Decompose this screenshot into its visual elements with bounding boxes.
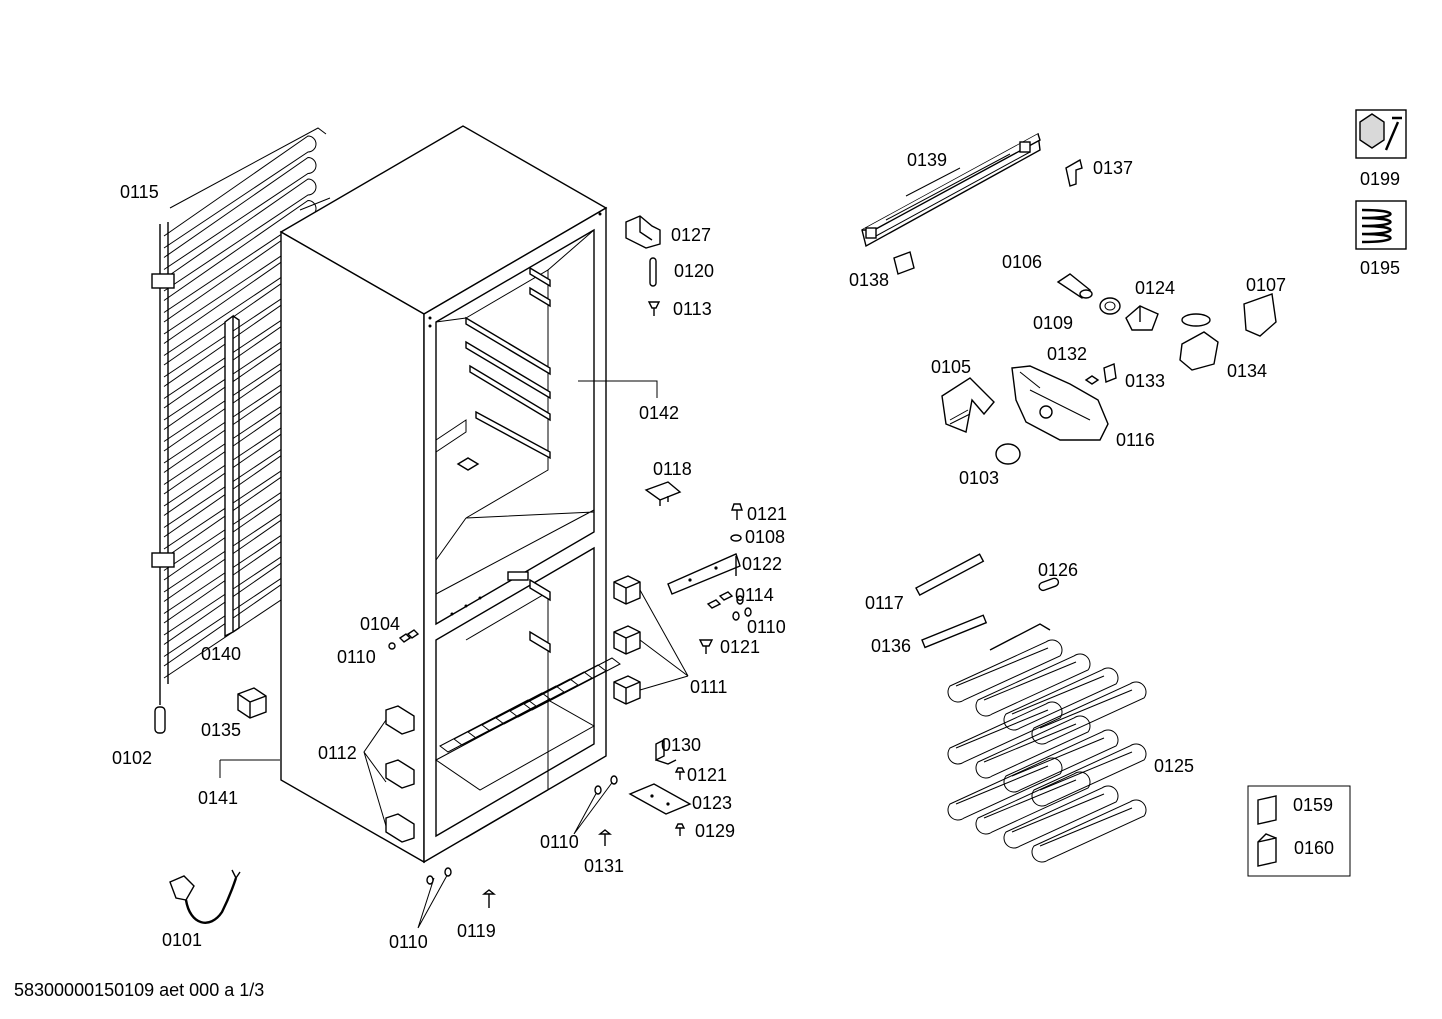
callout-0138: 0138: [849, 270, 889, 290]
callout-0114: 0114: [735, 585, 774, 605]
callout-0195: 0195: [1360, 258, 1400, 278]
callout-0103: 0103: [959, 468, 999, 488]
drain-plug: [154, 706, 166, 734]
documents-box: [1247, 785, 1351, 877]
callout-0134: 0134: [1227, 361, 1267, 381]
middle-hinge-parts: [644, 481, 752, 654]
small-fasteners: [388, 629, 618, 908]
callout-0109: 0109: [1033, 313, 1073, 333]
callout-0110: 0110: [747, 617, 786, 637]
leader-lines: [219, 380, 689, 929]
callout-0127: 0127: [671, 225, 711, 245]
condenser-bracket: [224, 314, 240, 638]
callout-0123: 0123: [692, 793, 732, 813]
callout-0120: 0120: [674, 261, 714, 281]
power-cord: [169, 869, 241, 924]
glide-blocks: [385, 705, 415, 843]
callout-0133: 0133: [1125, 371, 1165, 391]
callout-0117: 0117: [865, 593, 904, 613]
top-hinge-parts: [625, 215, 661, 316]
document-code: 58300000150109 aet 000 a 1/3: [14, 980, 265, 1000]
callout-0121: 0121: [747, 504, 787, 524]
callout-0135: 0135: [201, 720, 241, 740]
callout-0124: 0124: [1135, 278, 1175, 298]
callout-0113: 0113: [673, 299, 712, 319]
callout-0126: 0126: [1038, 560, 1078, 580]
callout-0110: 0110: [389, 932, 428, 952]
coil-kit-icon: [1355, 200, 1407, 250]
callout-0105: 0105: [931, 357, 971, 377]
callout-0159: 0159: [1293, 795, 1333, 815]
callout-0160: 0160: [1294, 838, 1334, 858]
callout-0101: 0101: [162, 930, 202, 950]
callout-0108: 0108: [745, 527, 785, 547]
callout-0121: 0121: [720, 637, 760, 657]
callout-0122: 0122: [742, 554, 782, 574]
callout-0141: 0141: [198, 788, 238, 808]
callout-0119: 0119: [457, 921, 496, 941]
clip-part: [1065, 158, 1083, 187]
callout-0131: 0131: [584, 856, 624, 876]
bottom-hinge-parts: [628, 738, 692, 836]
callout-0140: 0140: [201, 644, 241, 664]
callout-0136: 0136: [871, 636, 911, 656]
refrigerator-cabinet: [279, 125, 621, 864]
callout-0139: 0139: [907, 150, 947, 170]
callout-0118: 0118: [653, 459, 692, 479]
evaporator-coil: [915, 553, 1147, 863]
callout-0111: 0111: [690, 677, 727, 697]
document-icon: [1257, 795, 1277, 867]
callout-0116: 0116: [1116, 430, 1155, 450]
hinge-blocks: [613, 575, 641, 705]
callout-0125: 0125: [1154, 756, 1194, 776]
callout-0121: 0121: [687, 765, 727, 785]
lamp-thermostat-parts: [941, 273, 1277, 465]
callout-0106: 0106: [1002, 252, 1042, 272]
callout-0115: 0115: [120, 182, 159, 202]
callout-0137: 0137: [1093, 158, 1133, 178]
callout-0129: 0129: [695, 821, 735, 841]
wrench-nut-icon: [1355, 109, 1407, 159]
callout-0130: 0130: [661, 735, 701, 755]
callout-labels: 0115 0140 0102 0135 0141 0101 0112 0104 …: [112, 150, 1400, 952]
callout-0142: 0142: [639, 403, 679, 423]
callout-0132: 0132: [1047, 344, 1087, 364]
cover-strip: [861, 132, 1041, 248]
callout-0112: 0112: [318, 743, 357, 763]
callout-0102: 0102: [112, 748, 152, 768]
callout-0104: 0104: [360, 614, 400, 634]
callout-0110: 0110: [337, 647, 376, 667]
callout-0110: 0110: [540, 832, 579, 852]
callout-0107: 0107: [1246, 275, 1286, 295]
callout-0199: 0199: [1360, 169, 1400, 189]
spacer-block: [237, 687, 267, 719]
clip-small: [893, 251, 915, 275]
